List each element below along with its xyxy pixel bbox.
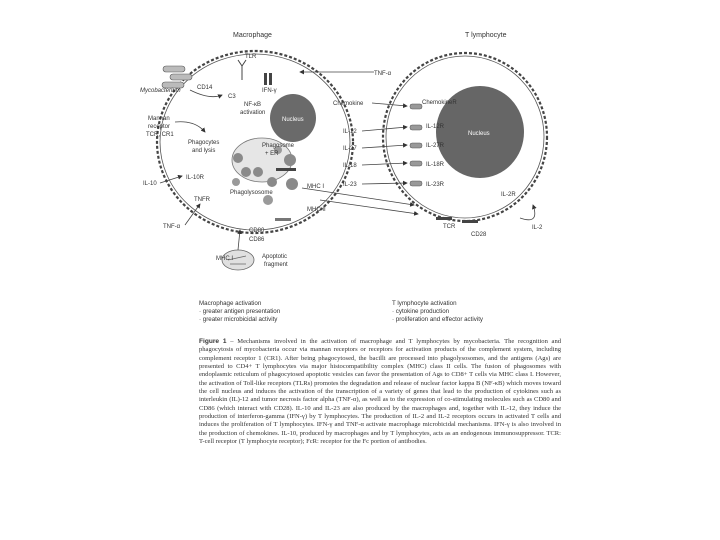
il2r-label: IL-2R bbox=[501, 192, 516, 198]
lymphocyte-title: T lymphocyte bbox=[465, 32, 507, 39]
cd28-bar bbox=[462, 220, 478, 223]
il27-label: IL-27 bbox=[343, 146, 357, 152]
caption-text: Mechanisms involved in the activation of… bbox=[199, 338, 562, 446]
cd80-label: CD80 bbox=[249, 228, 265, 234]
tnf-arrow-label: TNF-α bbox=[374, 71, 392, 77]
lymphocyte-membrane-inner bbox=[385, 55, 545, 219]
c3-label: C3 bbox=[228, 94, 236, 100]
il18-label: IL-18 bbox=[343, 163, 357, 169]
ifng-receptor-label: IFN-γ bbox=[262, 88, 277, 94]
macrophage-nucleus-label: Nucleus bbox=[282, 117, 304, 123]
il23r-label: IL-23R bbox=[426, 182, 445, 188]
mhc-i-arrow bbox=[301, 187, 415, 207]
mhc-bar bbox=[275, 218, 291, 221]
apoptotic-label-1: Apoptotic bbox=[262, 254, 287, 260]
il2-label: IL-2 bbox=[532, 225, 543, 231]
mhc-i-label: MHC I bbox=[307, 184, 324, 190]
phagocytes-label-2: and lysis bbox=[192, 148, 215, 154]
il12r-label: IL-12R bbox=[426, 124, 445, 130]
vesicle bbox=[241, 167, 251, 177]
phagosome-label-1: Phagosome bbox=[262, 143, 295, 149]
tnf-alpha-label: TNF-α bbox=[163, 224, 181, 230]
figure-caption: Figure 1 – Mechanisms involved in the ac… bbox=[199, 338, 561, 446]
apoptotic-label-2: fragment bbox=[264, 262, 288, 268]
summary-left-title: Macrophage activation bbox=[199, 300, 262, 307]
il18r-label: IL-18R bbox=[426, 162, 445, 168]
vesicle bbox=[232, 178, 240, 186]
tcr-bar bbox=[436, 217, 452, 220]
il10-label: IL-10 bbox=[143, 181, 157, 187]
il23-arrow bbox=[361, 180, 408, 186]
ifng-receptor bbox=[264, 73, 267, 85]
chemokine-arrow bbox=[371, 102, 408, 109]
summary-right-item-1: · cytokine production bbox=[392, 307, 450, 315]
macrophage-membrane bbox=[155, 49, 355, 235]
summary-left-item-2: · greater microbicidal activity bbox=[199, 315, 278, 323]
mhc-ii-label: MHC II bbox=[307, 207, 326, 213]
vesicle bbox=[263, 195, 273, 205]
mycobacterium-label: Mycobacterium bbox=[140, 88, 181, 94]
ifng-receptor bbox=[269, 73, 272, 85]
il10-arrow bbox=[159, 174, 183, 184]
macrophage-membrane-inner bbox=[159, 53, 351, 231]
il23-label: IL-23 bbox=[343, 182, 357, 188]
vesicle bbox=[274, 146, 282, 154]
mhc-to-tcr-arrow bbox=[319, 199, 419, 216]
summary-right-item-2: · proliferation and effector activity bbox=[392, 315, 484, 323]
macrophage-activation-summary: Macrophage activation · greater antigen … bbox=[199, 300, 280, 323]
lymphocyte-nucleus-label: Nucleus bbox=[468, 131, 490, 137]
phagocytes-label-1: Phagocytes bbox=[188, 140, 219, 146]
summary-right-title: T lymphocyte activation bbox=[392, 300, 457, 307]
il18-arrow bbox=[361, 160, 408, 166]
il12-label: IL-12 bbox=[343, 129, 357, 135]
il2-loop-arrow bbox=[519, 204, 537, 221]
tnfr-label: TNFR bbox=[194, 197, 211, 203]
macrophage-nucleus bbox=[270, 94, 316, 142]
il27-arrow bbox=[361, 142, 408, 149]
vesicle bbox=[284, 154, 296, 166]
caption-label: Figure 1 bbox=[199, 338, 227, 345]
il27r-label: IL-27R bbox=[426, 143, 445, 149]
cd86-label: CD86 bbox=[249, 237, 265, 243]
vesicle bbox=[253, 167, 263, 177]
caption-separator: – bbox=[230, 338, 234, 345]
vesicle bbox=[286, 178, 298, 190]
il10r-label: IL-10R bbox=[186, 175, 205, 181]
vesicle bbox=[233, 153, 243, 163]
mannan-arrow bbox=[174, 121, 206, 133]
fragment-contents bbox=[227, 255, 247, 265]
lymphocyte-activation-summary: T lymphocyte activation · cytokine produ… bbox=[392, 300, 483, 323]
cd14-label: CD14 bbox=[197, 85, 213, 91]
apoptotic-arrow bbox=[237, 229, 242, 251]
tlr-label: TLR bbox=[245, 54, 257, 60]
mannan-label-1: Mannan bbox=[148, 116, 170, 122]
vesicle bbox=[267, 177, 277, 187]
summary-left-item-1: · greater antigen presentation bbox=[199, 307, 281, 315]
phagolysosome-label: Phagolysosome bbox=[230, 190, 273, 196]
mycobacterium-arrow bbox=[189, 89, 223, 99]
chemokine-label: Chemokine bbox=[333, 101, 364, 107]
nfkb-label-1: NF-κB bbox=[244, 102, 261, 108]
lymphocyte-nucleus bbox=[436, 86, 524, 178]
er-bar bbox=[276, 168, 296, 171]
mhc-i-left-label: MHC I bbox=[216, 256, 233, 262]
macrophage-title: Macrophage bbox=[233, 32, 272, 39]
cd28-label: CD28 bbox=[471, 232, 487, 238]
il12-arrow bbox=[361, 124, 408, 132]
tlr-receptor bbox=[237, 59, 247, 80]
nfkb-label-2: activation bbox=[240, 110, 265, 116]
mannan-label-2: receptor bbox=[148, 124, 170, 130]
phagosome-label-2: + ER bbox=[265, 151, 279, 157]
mannan-label-3: TCR, CR1 bbox=[146, 132, 174, 138]
lymphocyte-receptors bbox=[409, 103, 423, 187]
chemokiner-label: ChemokineR bbox=[422, 100, 457, 106]
tcr-label: TCR bbox=[443, 224, 456, 230]
tnf-alpha-arrow bbox=[184, 203, 201, 226]
mycobacterium-cluster bbox=[161, 65, 193, 89]
